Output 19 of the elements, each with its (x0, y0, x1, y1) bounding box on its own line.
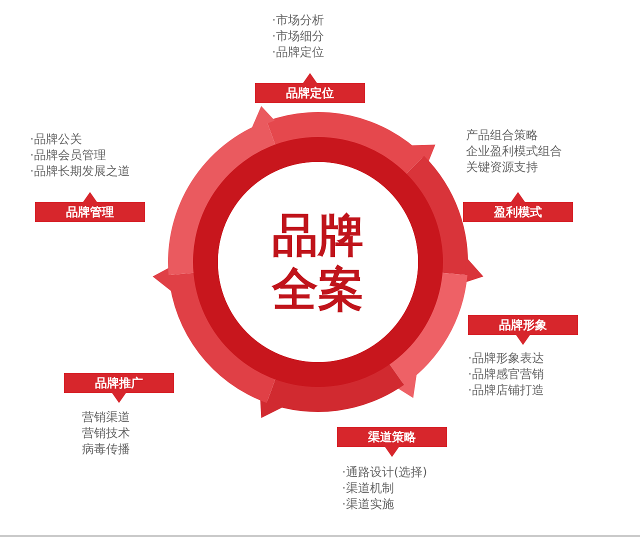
list-item: ·品牌公关 (30, 131, 83, 147)
list-item: 关键资源支持 (466, 159, 539, 175)
list-item: ·渠道实施 (342, 496, 395, 512)
list-item: ·市场细分 (272, 28, 324, 44)
list-item: ·品牌长期发展之道 (30, 163, 130, 179)
list-item: ·品牌感官营销 (468, 366, 544, 382)
list-item: ·品牌形象表达 (468, 350, 544, 366)
list-item: 产品组合策略 (466, 127, 539, 143)
list-item: ·品牌店铺打造 (468, 382, 544, 398)
center-title: 品牌全案 (270, 208, 365, 316)
list-item: ·渠道机制 (342, 480, 395, 496)
list-item: ·品牌会员管理 (30, 147, 107, 163)
list-item: ·市场分析 (272, 12, 324, 28)
list-item: ·品牌定位 (272, 44, 324, 60)
list-item: 企业盈利模式组合 (466, 143, 562, 159)
list-item: 营销渠道 (82, 409, 130, 425)
list-item: 营销技术 (82, 425, 130, 441)
list-item: ·通路设计(选择) (342, 464, 428, 480)
list-item: 病毒传播 (82, 441, 130, 457)
